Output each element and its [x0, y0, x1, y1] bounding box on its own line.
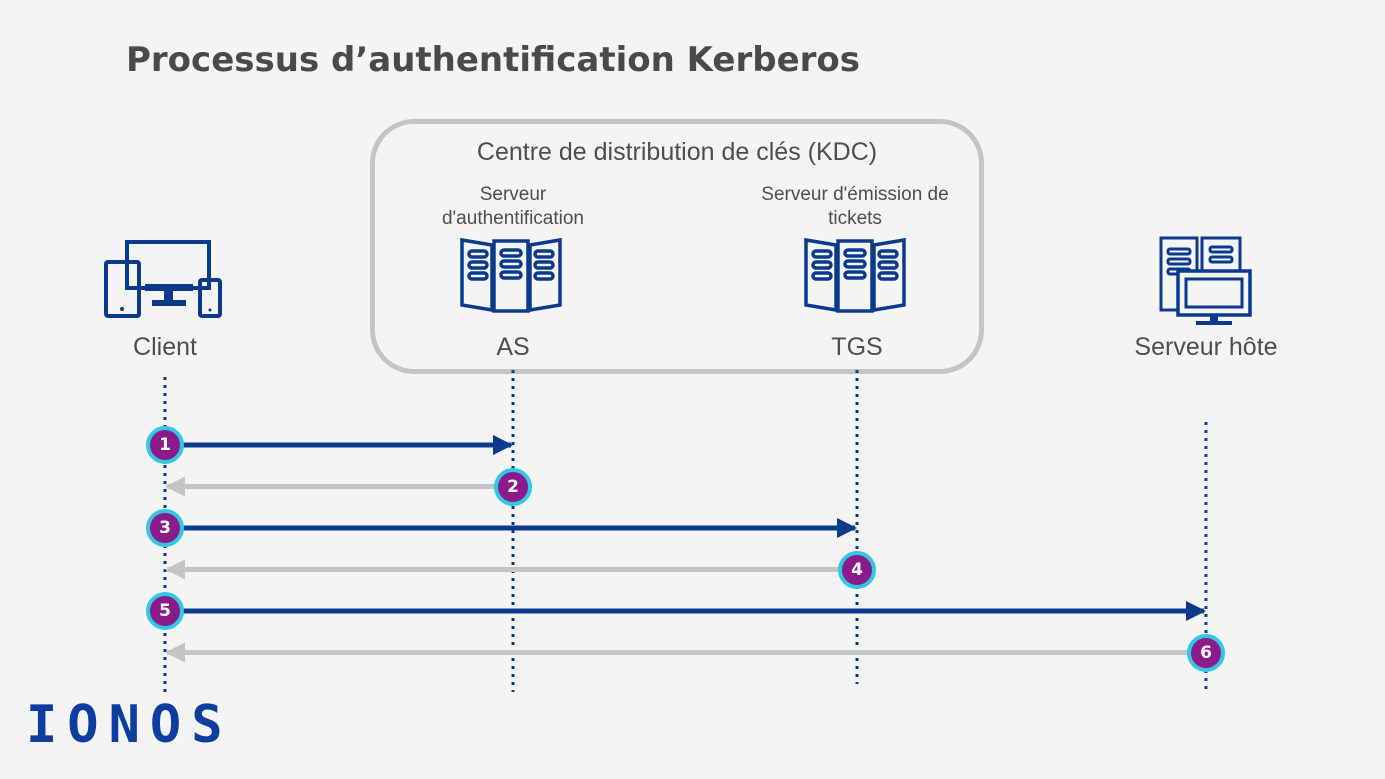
tgs-description-line2: tickets	[828, 208, 882, 229]
as-server-icon	[460, 237, 562, 313]
step-badge-3: 3	[146, 509, 184, 547]
client-label: Client	[133, 333, 197, 361]
tgs-description: Serveur d'émission de tickets	[735, 183, 975, 231]
kdc-container	[370, 119, 984, 374]
step-badge-6: 6	[1187, 633, 1225, 672]
step-badge-1: 1	[146, 426, 184, 464]
as-label: AS	[496, 333, 530, 361]
host-server-icon	[1159, 236, 1252, 325]
page-title: Processus d’authentification Kerberos	[126, 40, 860, 80]
step-badge-4: 4	[838, 550, 876, 589]
host-label: Serveur hôte	[1134, 333, 1278, 361]
kdc-label: Centre de distribution de clés (KDC)	[476, 138, 878, 166]
tgs-server-icon	[804, 237, 906, 313]
as-description: Serveur d'authentification	[441, 184, 584, 229]
tgs-description-line1: Serveur d'émission de	[761, 184, 949, 205]
devices-icon	[104, 240, 222, 318]
ionos-logo: IONOS	[26, 695, 233, 755]
step-badge-2: 2	[494, 467, 532, 506]
step-badge-5: 5	[146, 592, 184, 630]
tgs-label: TGS	[831, 333, 883, 361]
